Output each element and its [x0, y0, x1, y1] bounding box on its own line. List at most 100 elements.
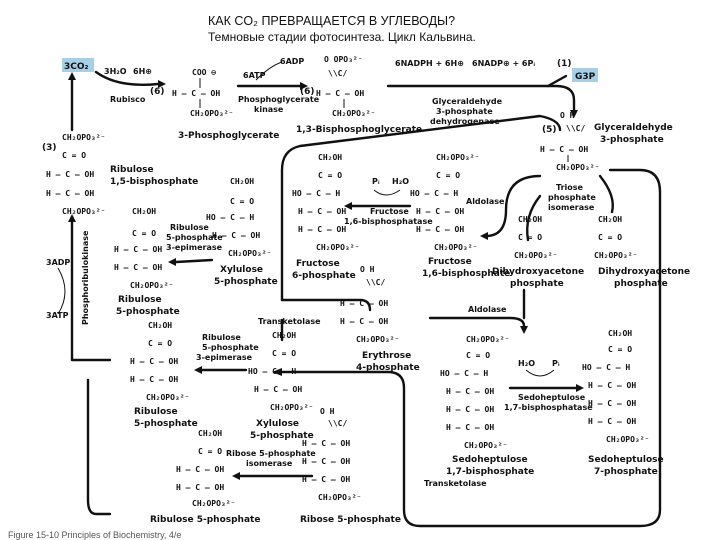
- gapdh-enzyme-label-2: 3-phosphate: [436, 107, 493, 116]
- to-g3p-arrow: [546, 74, 568, 88]
- epimerase2-label-2: 5-phosphate: [202, 343, 259, 352]
- svg-text:CH₂OPO₃²⁻: CH₂OPO₃²⁻: [130, 281, 173, 290]
- ru5p-name-2: 5-phosphate: [116, 307, 180, 317]
- ru5p3-name: Ribulose 5-phosphate: [150, 515, 260, 525]
- tpi-arrow: [526, 194, 542, 242]
- aldolase-arrowhead-2: [520, 326, 528, 334]
- svg-text:\\C/: \\C/: [328, 69, 347, 78]
- molecule-ribulose-5-phosphate-lower: CH₂OH C = O H — C — OH H — C — OH CH₂OPO…: [130, 321, 189, 402]
- epimerase2-label-1: Ribulose: [202, 333, 241, 342]
- svg-text:H — C — OH: H — C — OH: [588, 399, 636, 408]
- h2o-label: 3H₂O: [104, 67, 127, 76]
- sbpase-label-2: 1,7-bisphosphatase: [504, 403, 593, 412]
- prk-enzyme-label: Phosphoribulokinase: [81, 230, 90, 325]
- svg-text:O H: O H: [320, 407, 335, 416]
- f6p-name-2: 6-phosphate: [292, 271, 356, 281]
- step-1-label: (1): [557, 59, 572, 69]
- gap-name-1: Glyceraldehyde: [594, 123, 673, 133]
- svg-text:H — C — OH: H — C — OH: [212, 231, 260, 240]
- svg-text:CH₂OPO₃²⁻: CH₂OPO₃²⁻: [436, 153, 479, 162]
- molecule-ribulose-5-phosphate-bottom: CH₂OH C = O H — C — OH H — C — OH CH₂OPO…: [176, 429, 235, 508]
- h-plus-label: 6H⊕: [133, 67, 152, 76]
- svg-text:CH₂OPO₃²⁻: CH₂OPO₃²⁻: [190, 109, 233, 118]
- pgk-enzyme-label-1: Phosphoglycerate: [238, 95, 320, 104]
- page-title: КАК CO₂ ПРЕВРАЩАЕТСЯ В УГЛЕВОДЫ?: [208, 14, 456, 28]
- svg-text:H — C — OH: H — C — OH: [446, 405, 494, 414]
- svg-text:C = O: C = O: [318, 171, 342, 180]
- molecule-1-3-bisphosphoglycerate: O OPO₃²⁻ \\C/ H — C — OH CH₂OPO₃²⁻: [316, 55, 375, 118]
- rubisco-arrowhead: [158, 80, 166, 88]
- svg-text:CH₂OPO₃²⁻: CH₂OPO₃²⁻: [332, 109, 375, 118]
- sbpase-label-1: Sedoheptulose: [518, 393, 586, 402]
- epimerase-label-3: 3-epimerase: [166, 243, 223, 252]
- pgk-arrowhead: [300, 82, 308, 90]
- svg-text:H — C — OH: H — C — OH: [114, 263, 162, 272]
- figure-caption: Figure 15-10 Principles of Biochemistry,…: [8, 530, 181, 540]
- co2-highlight-box: [62, 58, 94, 72]
- svg-text:CH₂OPO₃²⁻: CH₂OPO₃²⁻: [316, 243, 359, 252]
- svg-text:CH₂OH: CH₂OH: [230, 177, 254, 186]
- g3p-output-label: G3P: [575, 72, 596, 82]
- svg-text:H — C — OH: H — C — OH: [254, 385, 302, 394]
- svg-text:H — C — OH: H — C — OH: [416, 225, 464, 234]
- dhap-name-1: Dihydroxyacetone: [492, 267, 584, 277]
- step-3-label: (3): [42, 143, 57, 153]
- adp-out-label: 6ADP: [280, 57, 304, 66]
- svg-text:CH₂OPO₃²⁻: CH₂OPO₃²⁻: [464, 441, 507, 450]
- svg-text:HO — C — H: HO — C — H: [248, 367, 296, 376]
- svg-text:\\C/: \\C/: [366, 278, 385, 287]
- epimerase-arrow-upper: [174, 258, 214, 264]
- ru5p-name-1: Ribulose: [118, 295, 162, 305]
- s7p-name-1: Sedoheptulose: [588, 455, 664, 465]
- svg-text:C = O: C = O: [62, 151, 86, 160]
- f6p-name-1: Fructose: [296, 259, 340, 269]
- rubisco-enzyme-label: Rubisco: [110, 95, 146, 104]
- svg-text:H — C — OH: H — C — OH: [176, 465, 224, 474]
- svg-text:CH₂OH: CH₂OH: [272, 331, 296, 340]
- svg-text:CH₂OPO₃²⁻: CH₂OPO₃²⁻: [62, 207, 105, 216]
- svg-text:HO — C — H: HO — C — H: [206, 213, 254, 222]
- aldolase-label-1: Aldolase: [466, 197, 505, 206]
- svg-text:C = O: C = O: [272, 349, 296, 358]
- atp-curve: [255, 61, 283, 81]
- h2o-label-b: H₂O: [392, 177, 409, 186]
- h2o-label-c: H₂O: [518, 359, 535, 368]
- svg-text:COO ⊖: COO ⊖: [192, 68, 216, 77]
- svg-text:HO — C — H: HO — C — H: [582, 363, 630, 372]
- svg-text:C = O: C = O: [518, 233, 542, 242]
- epimerase-arrowhead-lower: [194, 366, 202, 374]
- svg-text:C = O: C = O: [466, 351, 490, 360]
- r5p-name: Ribose 5-phosphate: [300, 515, 401, 525]
- dhap2-name-2: phosphate: [614, 279, 668, 289]
- rpi-label-2: isomerase: [246, 459, 293, 468]
- svg-text:CH₂OH: CH₂OH: [518, 215, 542, 224]
- svg-text:H — C — OH: H — C — OH: [588, 417, 636, 426]
- transketolase-label-2: Transketolase: [424, 479, 487, 488]
- sbpase-curve: [525, 369, 555, 377]
- svg-text:CH₂OH: CH₂OH: [148, 321, 172, 330]
- epimerase2-label-3: 3-epimerase: [196, 353, 253, 362]
- fbp-name-1: Fructose: [428, 257, 472, 267]
- rpi-arrowhead: [232, 472, 240, 480]
- page-subtitle: Темновые стадии фотосинтеза. Цикл Кальви…: [208, 30, 476, 44]
- molecule-erythrose-4-phosphate: O H \\C/ H — C — OH H — C — OH CH₂OPO₃²⁻: [340, 265, 399, 344]
- sbp-name-2: 1,7-bisphosphate: [446, 467, 534, 477]
- svg-text:H — C — OH: H — C — OH: [176, 483, 224, 492]
- gap-name-2: 3-phosphate: [600, 135, 664, 145]
- svg-text:H — C — OH: H — C — OH: [130, 357, 178, 366]
- cycle-return-line: [278, 168, 662, 528]
- g3p-highlight-box: [572, 68, 598, 82]
- co2-input-label: 3CO₂: [64, 62, 89, 72]
- tpi-label-1: Triose: [556, 183, 584, 192]
- transketolase-label-1: Transketolase: [258, 317, 321, 326]
- svg-text:CH₂OPO₃²⁻: CH₂OPO₃²⁻: [270, 403, 313, 412]
- gapdh-enzyme-label-1: Glyceraldehyde: [432, 97, 503, 106]
- transketolase-mid-line: [280, 298, 372, 312]
- svg-text:H — C — OH: H — C — OH: [446, 423, 494, 432]
- ru5p2-name-2: 5-phosphate: [134, 419, 198, 429]
- svg-text:C = O: C = O: [608, 345, 632, 354]
- gapdh-enzyme-label-3: dehydrogenase: [430, 117, 500, 126]
- molecule-dihydroxyacetone-phosphate: CH₂OH C = O CH₂OPO₃²⁻: [514, 215, 557, 260]
